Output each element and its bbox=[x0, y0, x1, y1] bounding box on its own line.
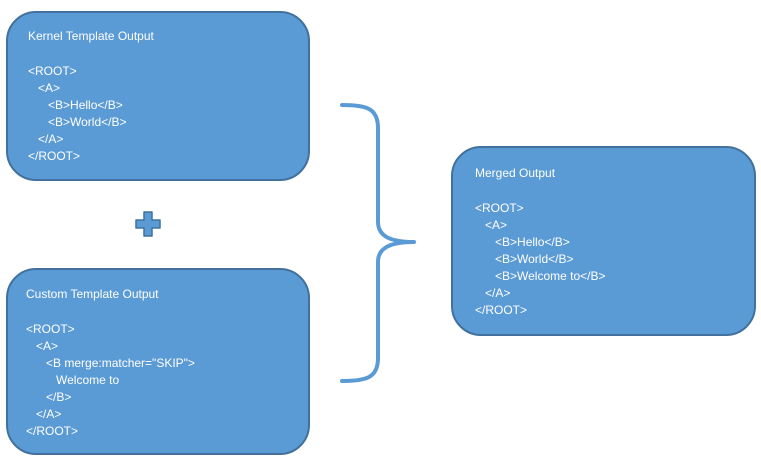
plus-icon bbox=[135, 211, 161, 237]
kernel-template-output-box: Kernel Template Output <ROOT> <A> <B>Hel… bbox=[6, 11, 310, 181]
merged-output-title: Merged Output bbox=[475, 166, 556, 180]
kernel-template-title: Kernel Template Output bbox=[28, 29, 154, 43]
custom-template-code: <ROOT> <A> <B merge:matcher="SKIP"> Welc… bbox=[26, 322, 195, 438]
custom-template-title: Custom Template Output bbox=[26, 287, 159, 301]
right-curly-brace-icon bbox=[340, 103, 416, 383]
merged-output-box: Merged Output <ROOT> <A> <B>Hello</B> <B… bbox=[451, 146, 756, 336]
custom-template-output-box: Custom Template Output <ROOT> <A> <B mer… bbox=[6, 268, 310, 455]
merged-output-code: <ROOT> <A> <B>Hello</B> <B>World</B> <B>… bbox=[475, 201, 606, 317]
kernel-template-code: <ROOT> <A> <B>Hello</B> <B>World</B> </A… bbox=[28, 64, 127, 163]
